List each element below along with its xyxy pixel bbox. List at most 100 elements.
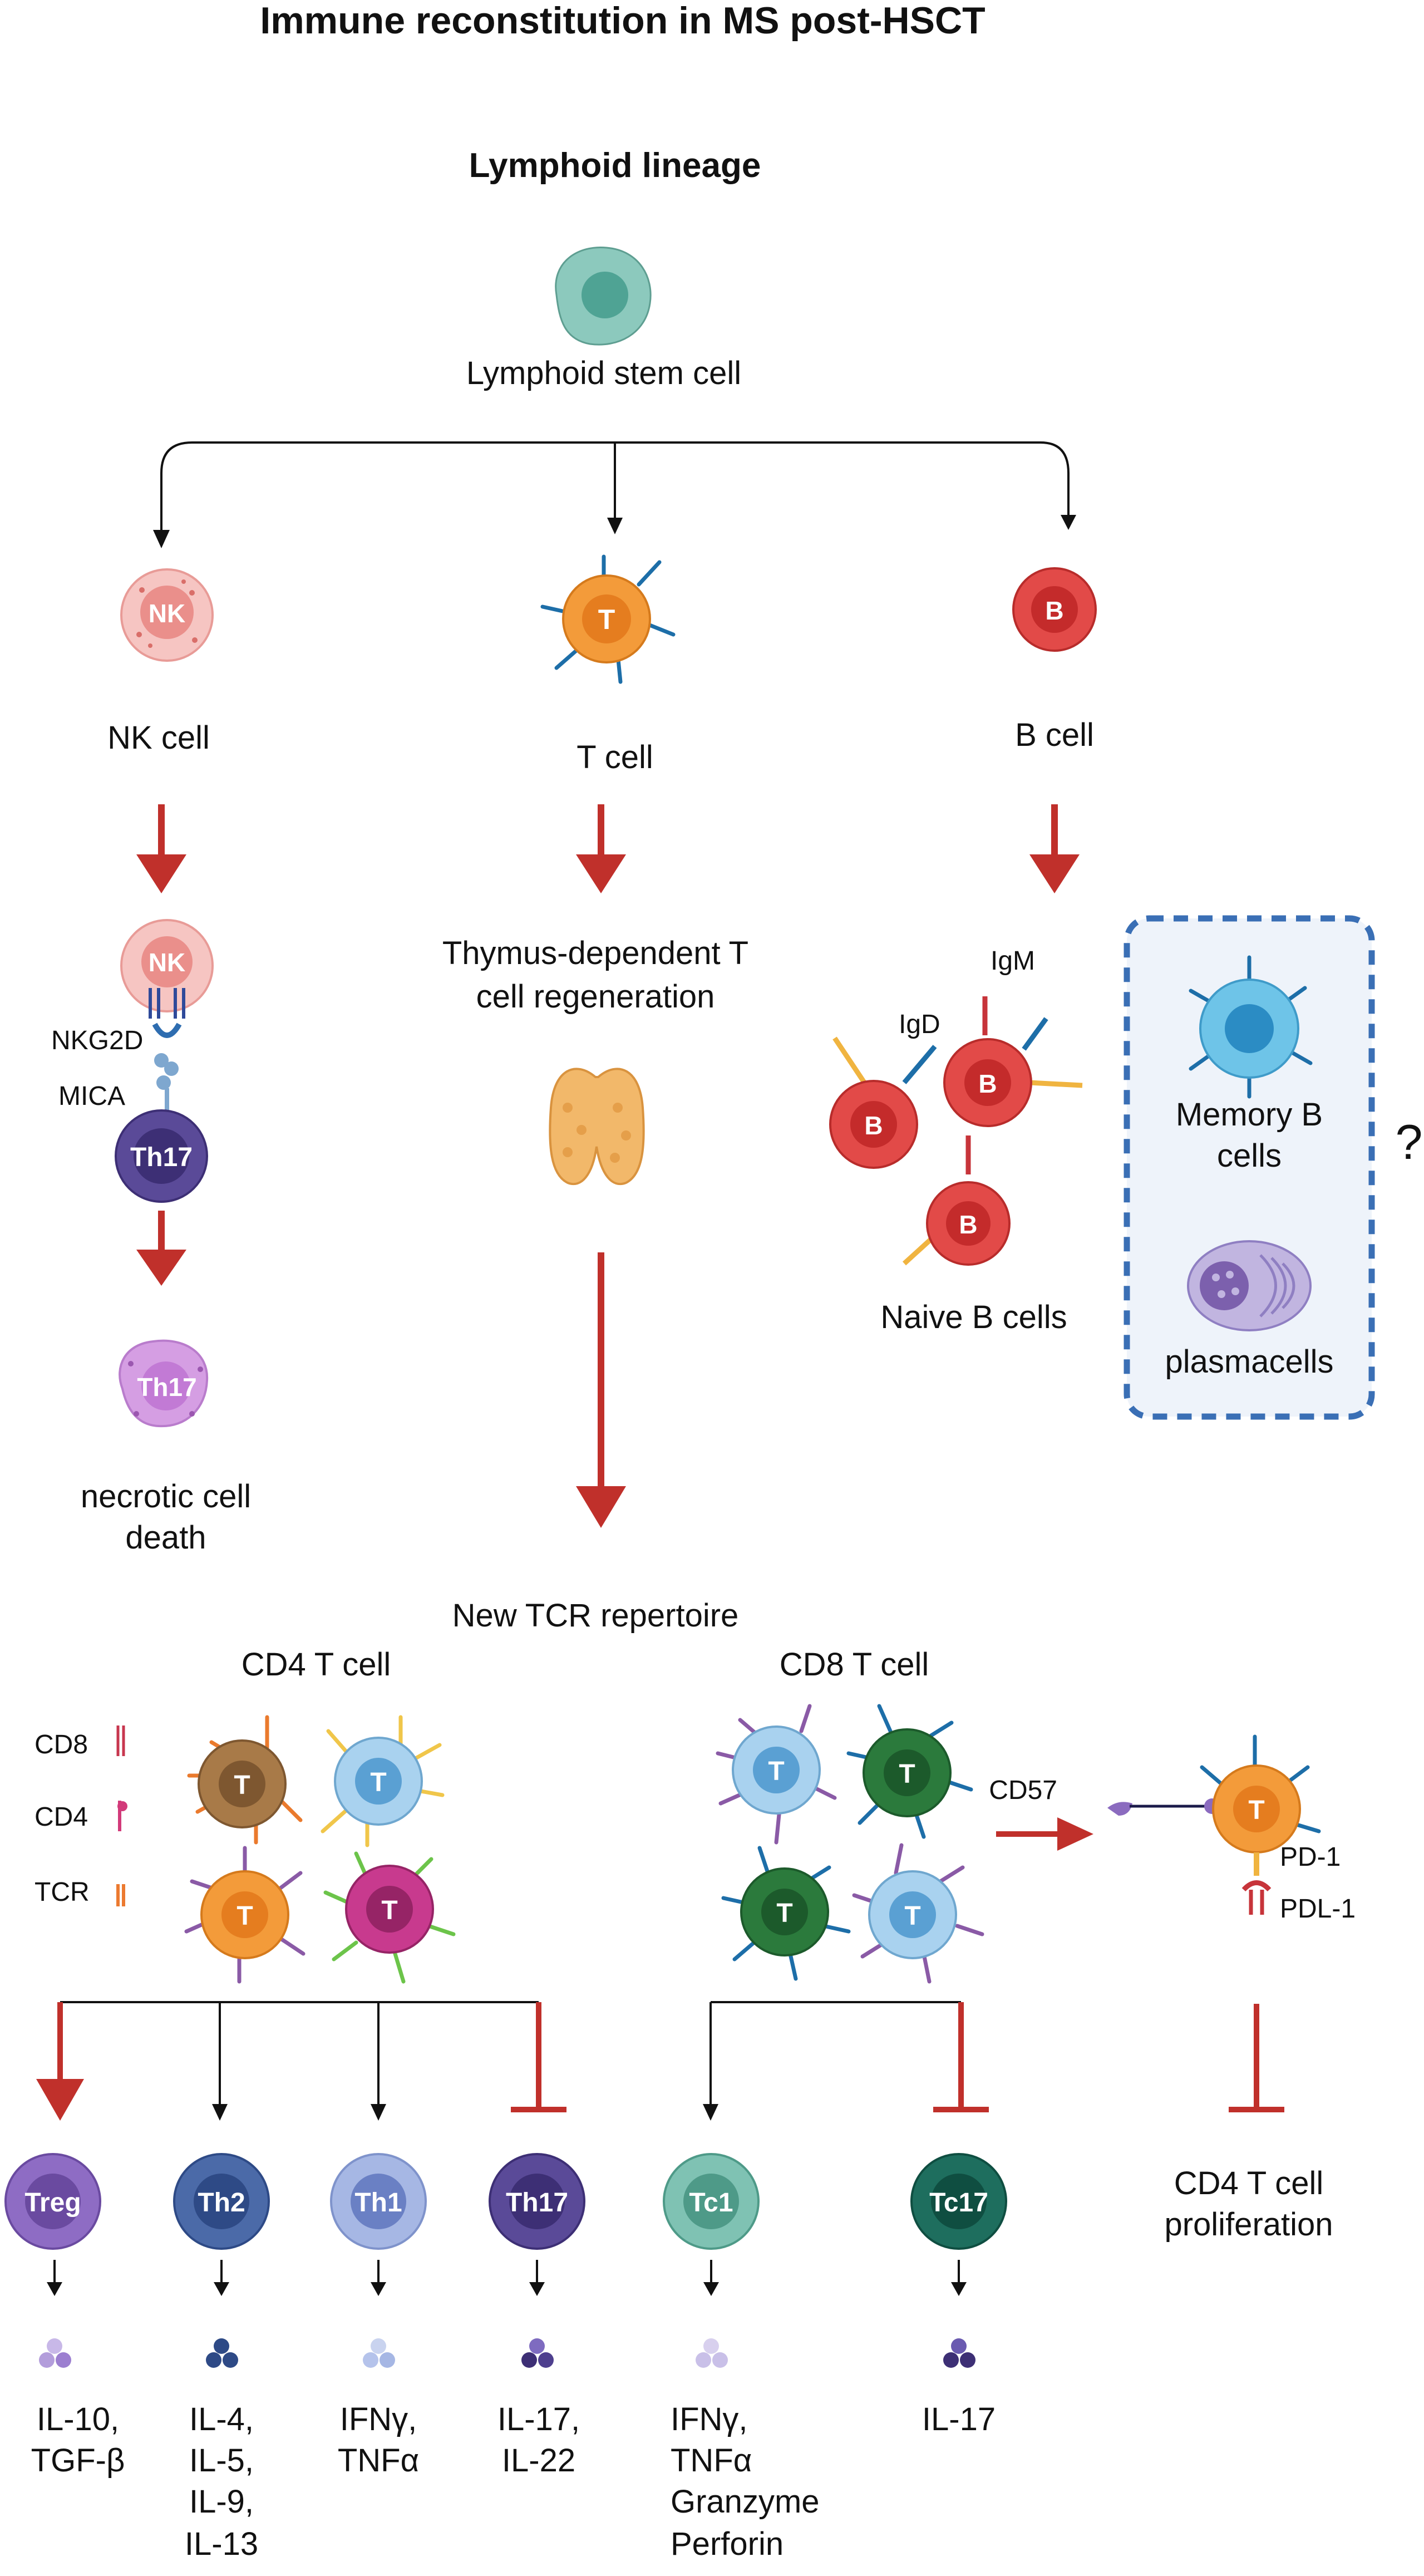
mica-label: MICA [58,1081,125,1111]
pdl1-label: PDL-1 [1280,1894,1356,1924]
cd8-legend-icon [116,1725,125,1756]
svg-text:Th17: Th17 [506,2188,568,2218]
svg-text:Tc17: Tc17 [929,2188,988,2218]
plasma-label: plasmacells [1165,1344,1334,1380]
svg-text:TNFα: TNFα [671,2442,752,2479]
svg-text:IL-13: IL-13 [185,2526,258,2562]
svg-text:IL-10,: IL-10, [37,2401,119,2437]
memory-b-label-line2: cells [1217,1138,1282,1174]
th17-inhibition [511,2002,566,2112]
svg-text:Granzyme: Granzyme [671,2484,820,2520]
svg-text:TNFα: TNFα [338,2442,419,2479]
tcr-repertoire-label: New TCR repertoire [452,1597,739,1634]
svg-text:IL-5,: IL-5, [189,2442,254,2479]
thymus-icon [549,1068,645,1186]
svg-text:Th2: Th2 [198,2188,245,2218]
arrowhead [153,530,170,548]
svg-text:IFNγ,: IFNγ, [671,2401,748,2437]
th17-subset-icon: Th17 [489,2153,585,2250]
memory-b-cell-icon [1189,955,1313,1099]
cytokines-th17: IL-17, IL-22 [497,2401,580,2479]
tc17-cell-icon: Tc17 [910,2153,1007,2250]
red-arrow-thymus [576,1252,626,1528]
tcr-legend-icon [116,1884,125,1906]
memory-b-label-line1: Memory B [1176,1097,1323,1133]
cytokines-tc17: IL-17 [922,2401,996,2437]
figure-title: Immune reconstitution in MS post-HSCT [260,0,985,42]
thymus-text-line1: Thymus-dependent T [442,935,748,971]
svg-text:NK: NK [149,948,185,977]
plasma-cell-icon [1187,1240,1312,1331]
svg-text:T: T [899,1759,915,1789]
cd4-t-cell-icon: T [187,1715,303,1845]
nk-cell-icon-2: NK [120,919,214,1019]
svg-text:T: T [381,1896,397,1925]
cd4-title: CD4 T cell [242,1646,391,1683]
svg-text:Tc1: Tc1 [689,2188,733,2218]
svg-text:T: T [776,1899,792,1928]
cd4-t-cell-icon: T [184,1846,306,1984]
cd8-t-cell-icon: T [721,1846,851,1981]
treg-cell-icon: Treg [4,2153,101,2250]
svg-text:Th17: Th17 [130,1143,193,1172]
tc17-inhibition [933,2002,989,2112]
svg-text:Th1: Th1 [354,2188,402,2218]
naive-b-cell-icon: B [902,1135,1011,1266]
necrotic-label-line1: necrotic cell [81,1478,251,1515]
cd57-label: CD57 [989,1776,1057,1805]
cytokines-th1: IFNγ, TNFα [338,2401,419,2479]
nk-cell-icon: NK [120,568,214,662]
svg-text:B: B [864,1111,883,1140]
igd-label: IgD [899,1010,940,1039]
pd1-label: PD-1 [1280,1842,1341,1872]
arrowhead [703,2104,718,2121]
cytokines-th2: IL-4, IL-5, IL-9, IL-13 [185,2401,258,2562]
svg-text:IFNγ,: IFNγ, [340,2401,417,2437]
cd8-t-cell-icon: T [852,1843,984,1984]
cd8-t-cell-icon: T [716,1704,837,1845]
igm-label: IgM [991,946,1035,976]
svg-text:IL-17: IL-17 [922,2401,996,2437]
thymus-text-line2: cell regeneration [476,979,715,1015]
nkg2d-label: NKG2D [51,1026,143,1055]
cd8-t-cell-icon: T [846,1704,973,1839]
svg-text:Th17: Th17 [137,1373,196,1402]
cd4-proliferation-inhibition [1229,2004,1284,2112]
th2-cell-icon: Th2 [173,2153,270,2250]
svg-text:T: T [768,1757,784,1786]
cytokines-tc1: IFNγ, TNFα Granzyme Perforin [671,2401,820,2562]
stem-cell-label: Lymphoid stem cell [466,355,741,391]
red-arrow-cd8 [996,1817,1093,1851]
legend-cd4-label: CD4 [35,1802,88,1832]
svg-text:T: T [234,1771,250,1800]
legend-tcr-label: TCR [35,1877,90,1907]
cd4-branch-lines [60,2001,539,2110]
cd4-t-cell-icon: T [321,1715,445,1847]
question-mark: ? [1396,1114,1423,1169]
svg-text:Perforin: Perforin [671,2526,784,2562]
legend-cd8-label: CD8 [35,1730,88,1759]
cd4-prolif-line2: proliferation [1164,2206,1333,2243]
t-cell-label: T cell [577,739,653,775]
lineage-title: Lymphoid lineage [469,146,761,185]
arrowhead [1061,515,1076,530]
exhausted-t-cell-icon: T [1107,1734,1321,1915]
svg-text:T: T [904,1901,920,1931]
treg-red-arrow [36,2002,84,2121]
svg-text:B: B [1045,596,1063,625]
cd4-legend-icon [117,1801,127,1831]
arrowhead [212,2104,228,2121]
svg-text:T: T [370,1768,386,1797]
tc1-cell-icon: Tc1 [663,2153,760,2250]
b-cell-icon: B [1012,567,1097,652]
svg-text:B: B [959,1210,977,1239]
th17-cell-icon: Th17 [115,1109,208,1203]
svg-text:B: B [978,1069,997,1098]
svg-text:Treg: Treg [24,2188,81,2218]
svg-text:IL-22: IL-22 [502,2442,575,2479]
svg-text:IL-4,: IL-4, [189,2401,254,2437]
arrowhead [371,2104,386,2121]
svg-text:IL-9,: IL-9, [189,2484,254,2520]
lineage-branch-arrows [160,441,1070,532]
nk-cell-label: NK cell [107,720,210,756]
